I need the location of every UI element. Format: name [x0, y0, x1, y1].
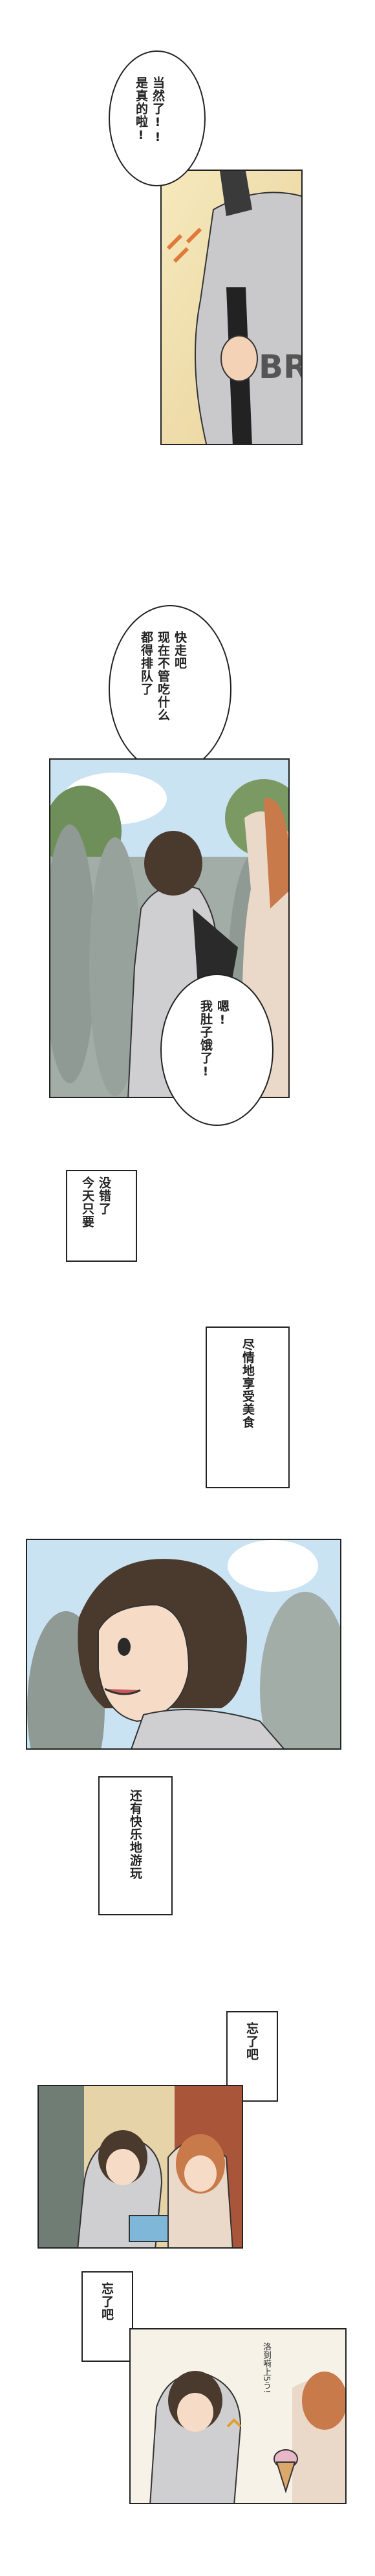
caption-text-5: 忘了吧 — [100, 2282, 114, 2321]
caption-text-1: 没错了 今天只要 — [80, 1176, 111, 1228]
strap-illustration: BR — [162, 171, 303, 444]
ice-cream-illustration — [39, 2086, 242, 2247]
svg-text:BR: BR — [259, 348, 303, 386]
speech-bubble-2 — [109, 605, 231, 773]
panel-ice-cream — [38, 2085, 243, 2249]
speech-text-1: 当然了!! 是真的啦! — [134, 76, 165, 145]
speech-bubble-3 — [160, 974, 273, 1126]
excited-illustration — [131, 2329, 345, 2503]
panel-strap-closeup: BR — [160, 170, 303, 445]
speech-bubble-1 — [109, 50, 206, 186]
caption-text-4: 忘了吧 — [244, 2022, 259, 2061]
caption-text-2: 尽情地享受美食 — [241, 1338, 255, 1429]
caption-box-5 — [81, 2271, 133, 2362]
speech-text-2: 快走吧 现在不管吃什么 都得排队了 — [139, 631, 187, 721]
profile-illustration — [27, 1540, 340, 1748]
caption-text-3: 还有快乐地游玩 — [128, 1789, 142, 1880]
panel-girl-profile — [26, 1539, 341, 1750]
caption-box-2 — [206, 1327, 290, 1488]
panel-excited: 洛到嗬上5う! — [129, 2328, 347, 2504]
caption-box-3 — [98, 1776, 173, 1915]
speech-text-3: 嗯! 我肚子饿了! — [198, 1000, 230, 1079]
handwritten-note: 洛到嗬上5う! — [261, 2342, 271, 2394]
caption-box-1 — [66, 1170, 137, 1262]
